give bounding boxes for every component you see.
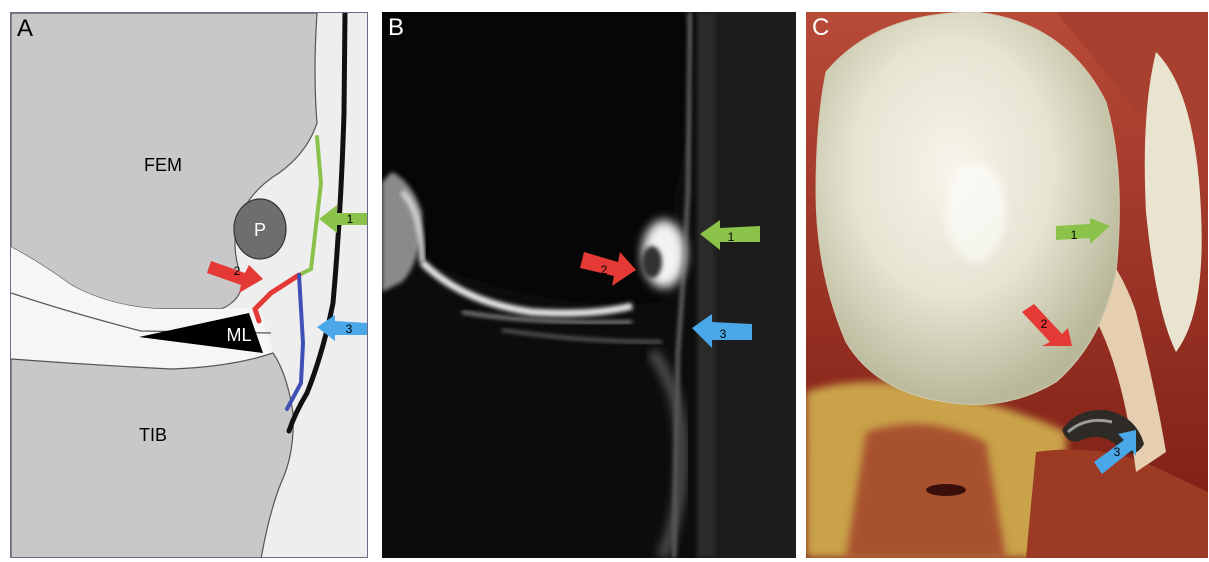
panel-a-schematic: FEM P ML TIB 1 2 3 A	[10, 12, 368, 558]
panel-c-photo: 1 2 3 C	[806, 12, 1208, 558]
arrow-red-number: 2	[1041, 317, 1048, 331]
arrow-green-number: 1	[728, 230, 735, 244]
panel-letter-c: C	[812, 16, 829, 40]
arrow-red-number: 2	[601, 263, 608, 277]
arrow-green-number: 1	[1071, 228, 1078, 242]
arrow-blue-number: 3	[720, 327, 727, 341]
arrow-blue-number: 3	[1114, 445, 1121, 459]
schematic-drawing: FEM P ML TIB 1 2 3	[11, 13, 368, 558]
arrow-green-number: 1	[347, 212, 354, 226]
dissection-photo: 1 2 3	[806, 12, 1208, 558]
arrow-red-number: 2	[234, 264, 241, 278]
mri-image: 1 2 3	[382, 12, 796, 558]
femur-label: FEM	[144, 155, 182, 175]
panel-letter-b: B	[388, 16, 404, 40]
tibia-label: TIB	[139, 425, 167, 445]
tibia-shape	[11, 353, 293, 558]
panel-b-mri: 1 2 3 B	[382, 12, 796, 558]
panel-letter-a: A	[17, 17, 33, 41]
meniscus-label: ML	[226, 325, 251, 345]
arrow-blue-number: 3	[346, 322, 353, 336]
patella-label: P	[254, 220, 266, 240]
